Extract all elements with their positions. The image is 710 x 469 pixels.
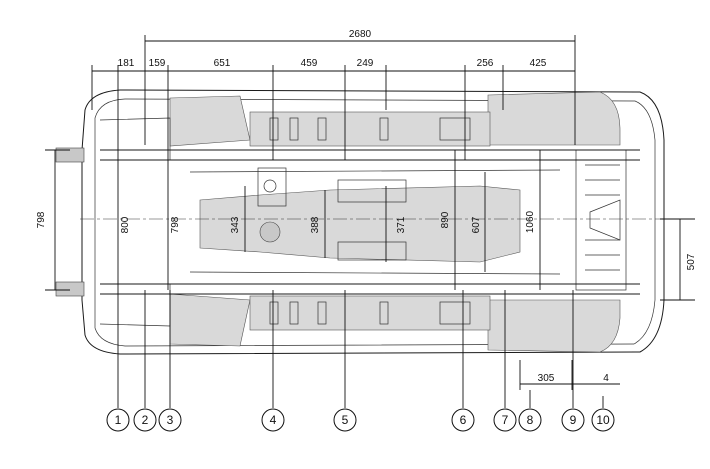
dim-label-total-length: 2680	[349, 29, 372, 40]
inner-vertical-labels: 800 798 343 388 371 890 607 1060	[120, 210, 536, 233]
callout-circle	[493, 408, 517, 432]
top-dimension-lines	[91, 35, 576, 160]
inner-vertical-lines	[117, 150, 541, 290]
callout-6: 6	[451, 290, 475, 432]
dim-label-top-2: 159	[149, 58, 166, 69]
callout-8: 8	[518, 390, 542, 432]
callout-circle	[518, 408, 542, 432]
callout-number: 3	[167, 413, 174, 427]
dim-label-inner-3: 343	[230, 216, 241, 233]
callout-circle	[591, 408, 615, 432]
left-dimension: 798	[36, 149, 70, 291]
dim-label-rear-offset: 507	[686, 253, 697, 270]
callout-group: 1 2 3 4 5 6 7 8 9 10	[106, 290, 615, 432]
callout-circle	[106, 408, 130, 432]
callout-10: 10	[591, 396, 615, 432]
front-end	[55, 95, 251, 347]
callout-circle	[333, 408, 357, 432]
dim-label-inner-4: 388	[310, 216, 321, 233]
callout-2: 2	[133, 290, 157, 432]
callout-number: 1	[115, 413, 122, 427]
callout-circle	[133, 408, 157, 432]
callout-number: 6	[460, 413, 467, 427]
dim-label-top-6: 256	[477, 58, 494, 69]
dim-label-inner-8: 1060	[525, 210, 536, 233]
dim-label-top-7: 425	[530, 58, 547, 69]
dim-label-bottom-1: 305	[538, 373, 555, 384]
callout-number: 8	[527, 413, 534, 427]
callout-7: 7	[493, 290, 517, 432]
callout-number: 2	[142, 413, 149, 427]
callout-number: 7	[502, 413, 509, 427]
dim-label-inner-1: 800	[120, 216, 131, 233]
callout-9: 9	[561, 290, 585, 432]
rear-end	[487, 91, 627, 353]
dim-label-inner-6: 890	[440, 211, 451, 228]
callout-circle	[561, 408, 585, 432]
top-total-label: 2680	[349, 29, 372, 40]
callout-4: 4	[261, 290, 285, 432]
dim-label-top-3: 651	[214, 58, 231, 69]
dim-label-front-track: 798	[36, 211, 47, 228]
callout-number: 9	[570, 413, 577, 427]
top-segment-labels: 181 159 651 459 249 256 425	[118, 58, 547, 69]
callout-number: 10	[596, 413, 610, 427]
dim-label-inner-5: 371	[396, 216, 407, 233]
callout-5: 5	[333, 290, 357, 432]
callout-number: 5	[342, 413, 349, 427]
dim-label-inner-2: 798	[170, 216, 181, 233]
floor-tunnel	[189, 167, 561, 275]
dim-label-top-4: 459	[301, 58, 318, 69]
dim-label-top-1: 181	[118, 58, 135, 69]
callout-circle	[261, 408, 285, 432]
side-sills	[249, 111, 491, 331]
dim-label-top-5: 249	[357, 58, 374, 69]
callout-3: 3	[158, 290, 182, 432]
rails	[100, 149, 640, 295]
callout-number: 4	[270, 413, 277, 427]
dim-label-inner-7: 607	[471, 216, 482, 233]
callout-circle	[451, 408, 475, 432]
callout-circle	[158, 408, 182, 432]
bottom-dimensions: 305 4	[519, 360, 620, 390]
callout-1: 1	[106, 290, 130, 432]
right-dimension: 507	[660, 218, 697, 301]
dim-label-bottom-2: 4	[603, 373, 609, 384]
